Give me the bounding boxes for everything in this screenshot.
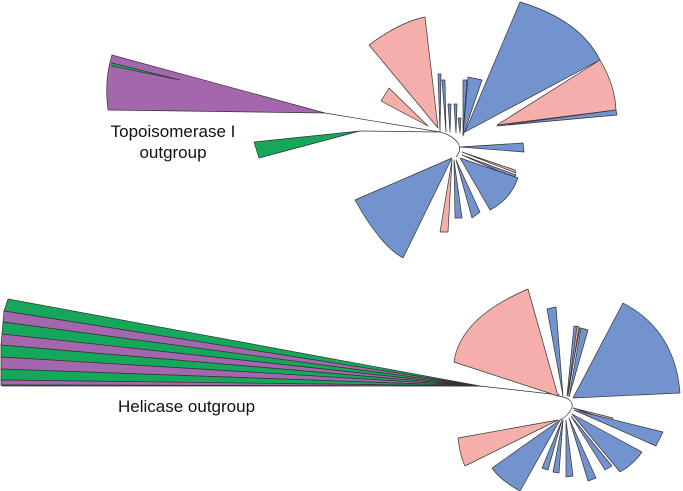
topoisomerase-label-line1: Topoisomerase I [110,122,236,141]
heli-pink-thin [567,325,580,397]
topo-purple-outgroup-wedge [106,54,326,114]
topo-thin-branch-2 [441,79,447,133]
topo-branch-to-outgroup [324,112,441,133]
topo-purple-inner-stripe [111,62,181,81]
topo-thin-branch-4 [453,103,458,134]
heli-pink-clade-large [453,288,559,397]
heli-blue-lower-mid-3 [552,419,564,474]
heli-blue-thin-3 [568,327,589,398]
topo-green-outgroup-wedge [253,130,361,159]
topo-blue-right-stripe [461,154,517,179]
heli-blue-lower-right-2 [570,415,613,471]
heli-blue-right-wedge [573,409,664,447]
heli-blue-lower-mid-1 [568,417,597,482]
topo-pink-right-stripe [461,151,517,174]
topoisomerase-outgroup-label: Topoisomerase I outgroup [100,121,246,163]
topo-blue-right-small [459,142,525,153]
topo-thin-branch-3 [447,103,452,133]
topo-pink-lower [439,159,453,233]
heli-branch-to-outgroup [479,385,561,396]
topo-blue-lower-mid [455,159,481,219]
topo-blue-lower-thin [453,159,463,219]
topo-blue-clade-large [464,1,601,133]
topoisomerase-tree [106,1,618,259]
topo-pink-clade-upper-left [368,16,439,129]
heli-green-wedge-5 [0,384,481,387]
heli-root-curve [557,395,573,421]
topo-thin-branch-5 [457,117,462,134]
heli-blue-lower-mid-2 [565,419,574,478]
topo-pink-clade-small [380,87,429,127]
heli-blue-thin-1 [546,306,564,397]
heli-blue-lower-mid-4 [541,419,563,471]
heli-blue-clade-large [572,302,681,399]
heli-pink-lower [457,419,559,467]
topo-root-curve [439,131,460,158]
topo-thin-branch-1 [437,73,442,133]
topo-blue-lower-large [354,157,453,259]
topo-blue-upright-wedge [462,76,483,137]
helicase-outgroup-label: Helicase outgroup [118,397,256,416]
helicase-tree [0,288,681,491]
topo-blue-lower-right [459,157,519,211]
topo-blue-stripe-right [496,109,618,127]
topoisomerase-label-line2: outgroup [139,143,207,162]
heli-blue-lower-right-1 [571,413,643,473]
